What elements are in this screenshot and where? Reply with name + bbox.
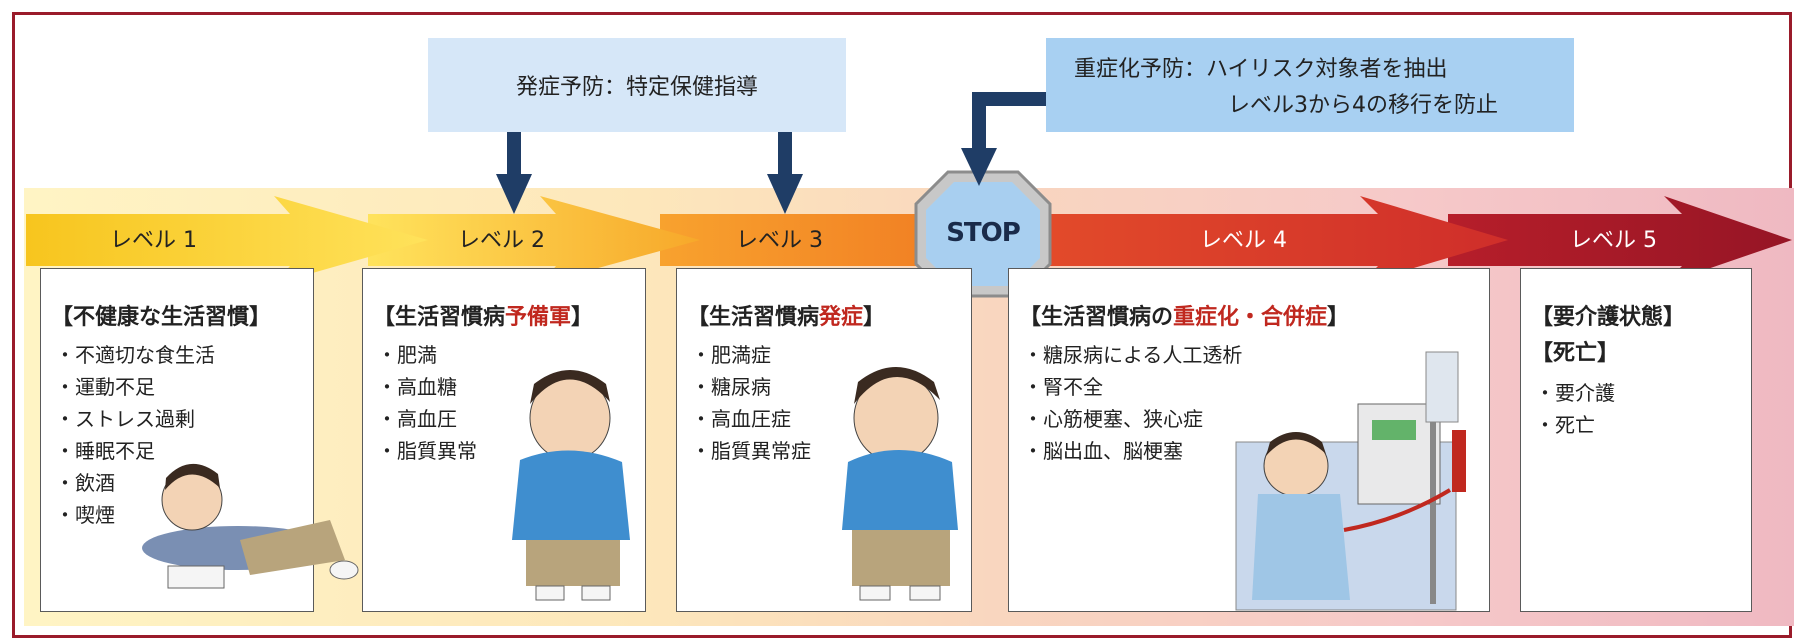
level-3-title: 【生活習慣病発症】 xyxy=(687,305,886,330)
list-item: ・脳出血、脳梗塞 xyxy=(1023,439,1183,463)
list-item: ・脂質異常 xyxy=(377,439,477,463)
list-item: ・飲酒 xyxy=(55,471,115,495)
list-item: ・要介護 xyxy=(1535,381,1615,405)
callout-onset-text: 発症予防：特定保健指導 xyxy=(515,75,758,100)
level-3-label: レベル 3 xyxy=(736,228,823,253)
list-item: ・糖尿病 xyxy=(691,375,771,399)
list-item: ・腎不全 xyxy=(1023,375,1103,399)
level-5-label: レベル 5 xyxy=(1570,228,1657,253)
level-1-list: ・不適切な食生活 ・運動不足 ・ストレス過剰 ・睡眠不足 ・飲酒 ・喫煙 xyxy=(55,339,215,531)
list-item: ・死亡 xyxy=(1535,413,1595,437)
level-5-title-2: 【死亡】 xyxy=(1531,341,1620,366)
level-2-label: レベル 2 xyxy=(458,228,545,253)
level-1-box: 【不健康な生活習慣】 ・不適切な食生活 ・運動不足 ・ストレス過剰 ・睡眠不足 … xyxy=(40,268,314,612)
list-item: ・高血圧症 xyxy=(691,407,791,431)
level-2-box: 【生活習慣病予備軍】 ・肥満 ・高血糖 ・高血圧 ・脂質異常 xyxy=(362,268,646,612)
list-item: ・高血圧 xyxy=(377,407,457,431)
level-3-box: 【生活習慣病発症】 ・肥満症 ・糖尿病 ・高血圧症 ・脂質異常症 xyxy=(676,268,972,612)
list-item: ・運動不足 xyxy=(55,375,155,399)
list-item: ・喫煙 xyxy=(55,503,115,527)
callout-onset-prevention: 発症予防：特定保健指導 xyxy=(428,38,846,132)
list-item: ・心筋梗塞、狭心症 xyxy=(1023,407,1203,431)
level-5-box: 【要介護状態】 【死亡】 ・要介護 ・死亡 xyxy=(1520,268,1752,612)
list-item: ・脂質異常症 xyxy=(691,439,811,463)
callout-severity-prevention: 重症化予防：ハイリスク対象者を抽出 レベル3から4の移行を防止 xyxy=(1046,38,1574,132)
list-item: ・肥満 xyxy=(377,343,437,367)
list-item: ・ストレス過剰 xyxy=(55,407,195,431)
arrow-level-2 xyxy=(368,196,700,284)
list-item: ・糖尿病による人工透析 xyxy=(1023,343,1243,367)
stop-text: STOP xyxy=(946,218,1021,248)
callout-severe-line2: レベル3から4の移行を防止 xyxy=(1228,93,1498,118)
level-1-title: 【不健康な生活習慣】 xyxy=(51,305,272,330)
level-5-title: 【要介護状態】 xyxy=(1531,305,1686,330)
level-4-box: 【生活習慣病の重症化・合併症】 ・糖尿病による人工透析 ・腎不全 ・心筋梗塞、狭… xyxy=(1008,268,1490,612)
list-item: ・睡眠不足 xyxy=(55,439,155,463)
arrow-level-4 xyxy=(1000,196,1508,284)
level-1-label: レベル 1 xyxy=(110,228,197,253)
list-item: ・高血糖 xyxy=(377,375,457,399)
level-5-list: ・要介護 ・死亡 xyxy=(1535,377,1615,441)
level-4-title: 【生活習慣病の重症化・合併症】 xyxy=(1019,305,1350,330)
callout-severe-line1: 重症化予防：ハイリスク対象者を抽出 xyxy=(1074,57,1448,82)
arrow-level-5 xyxy=(1448,196,1792,284)
level-3-list: ・肥満症 ・糖尿病 ・高血圧症 ・脂質異常症 xyxy=(691,339,811,467)
list-item: ・肥満症 xyxy=(691,343,771,367)
level-2-title: 【生活習慣病予備軍】 xyxy=(373,305,594,330)
level-4-list: ・糖尿病による人工透析 ・腎不全 ・心筋梗塞、狭心症 ・脳出血、脳梗塞 xyxy=(1023,339,1242,467)
list-item: ・不適切な食生活 xyxy=(55,343,215,367)
down-arrow-2 xyxy=(767,132,803,214)
down-arrow-stop xyxy=(961,92,1048,186)
down-arrow-1 xyxy=(496,132,532,214)
level-2-list: ・肥満 ・高血糖 ・高血圧 ・脂質異常 xyxy=(377,339,477,467)
arrow-level-1 xyxy=(26,196,428,284)
stop-octagon xyxy=(914,170,1052,298)
level-4-label: レベル 4 xyxy=(1200,228,1287,253)
